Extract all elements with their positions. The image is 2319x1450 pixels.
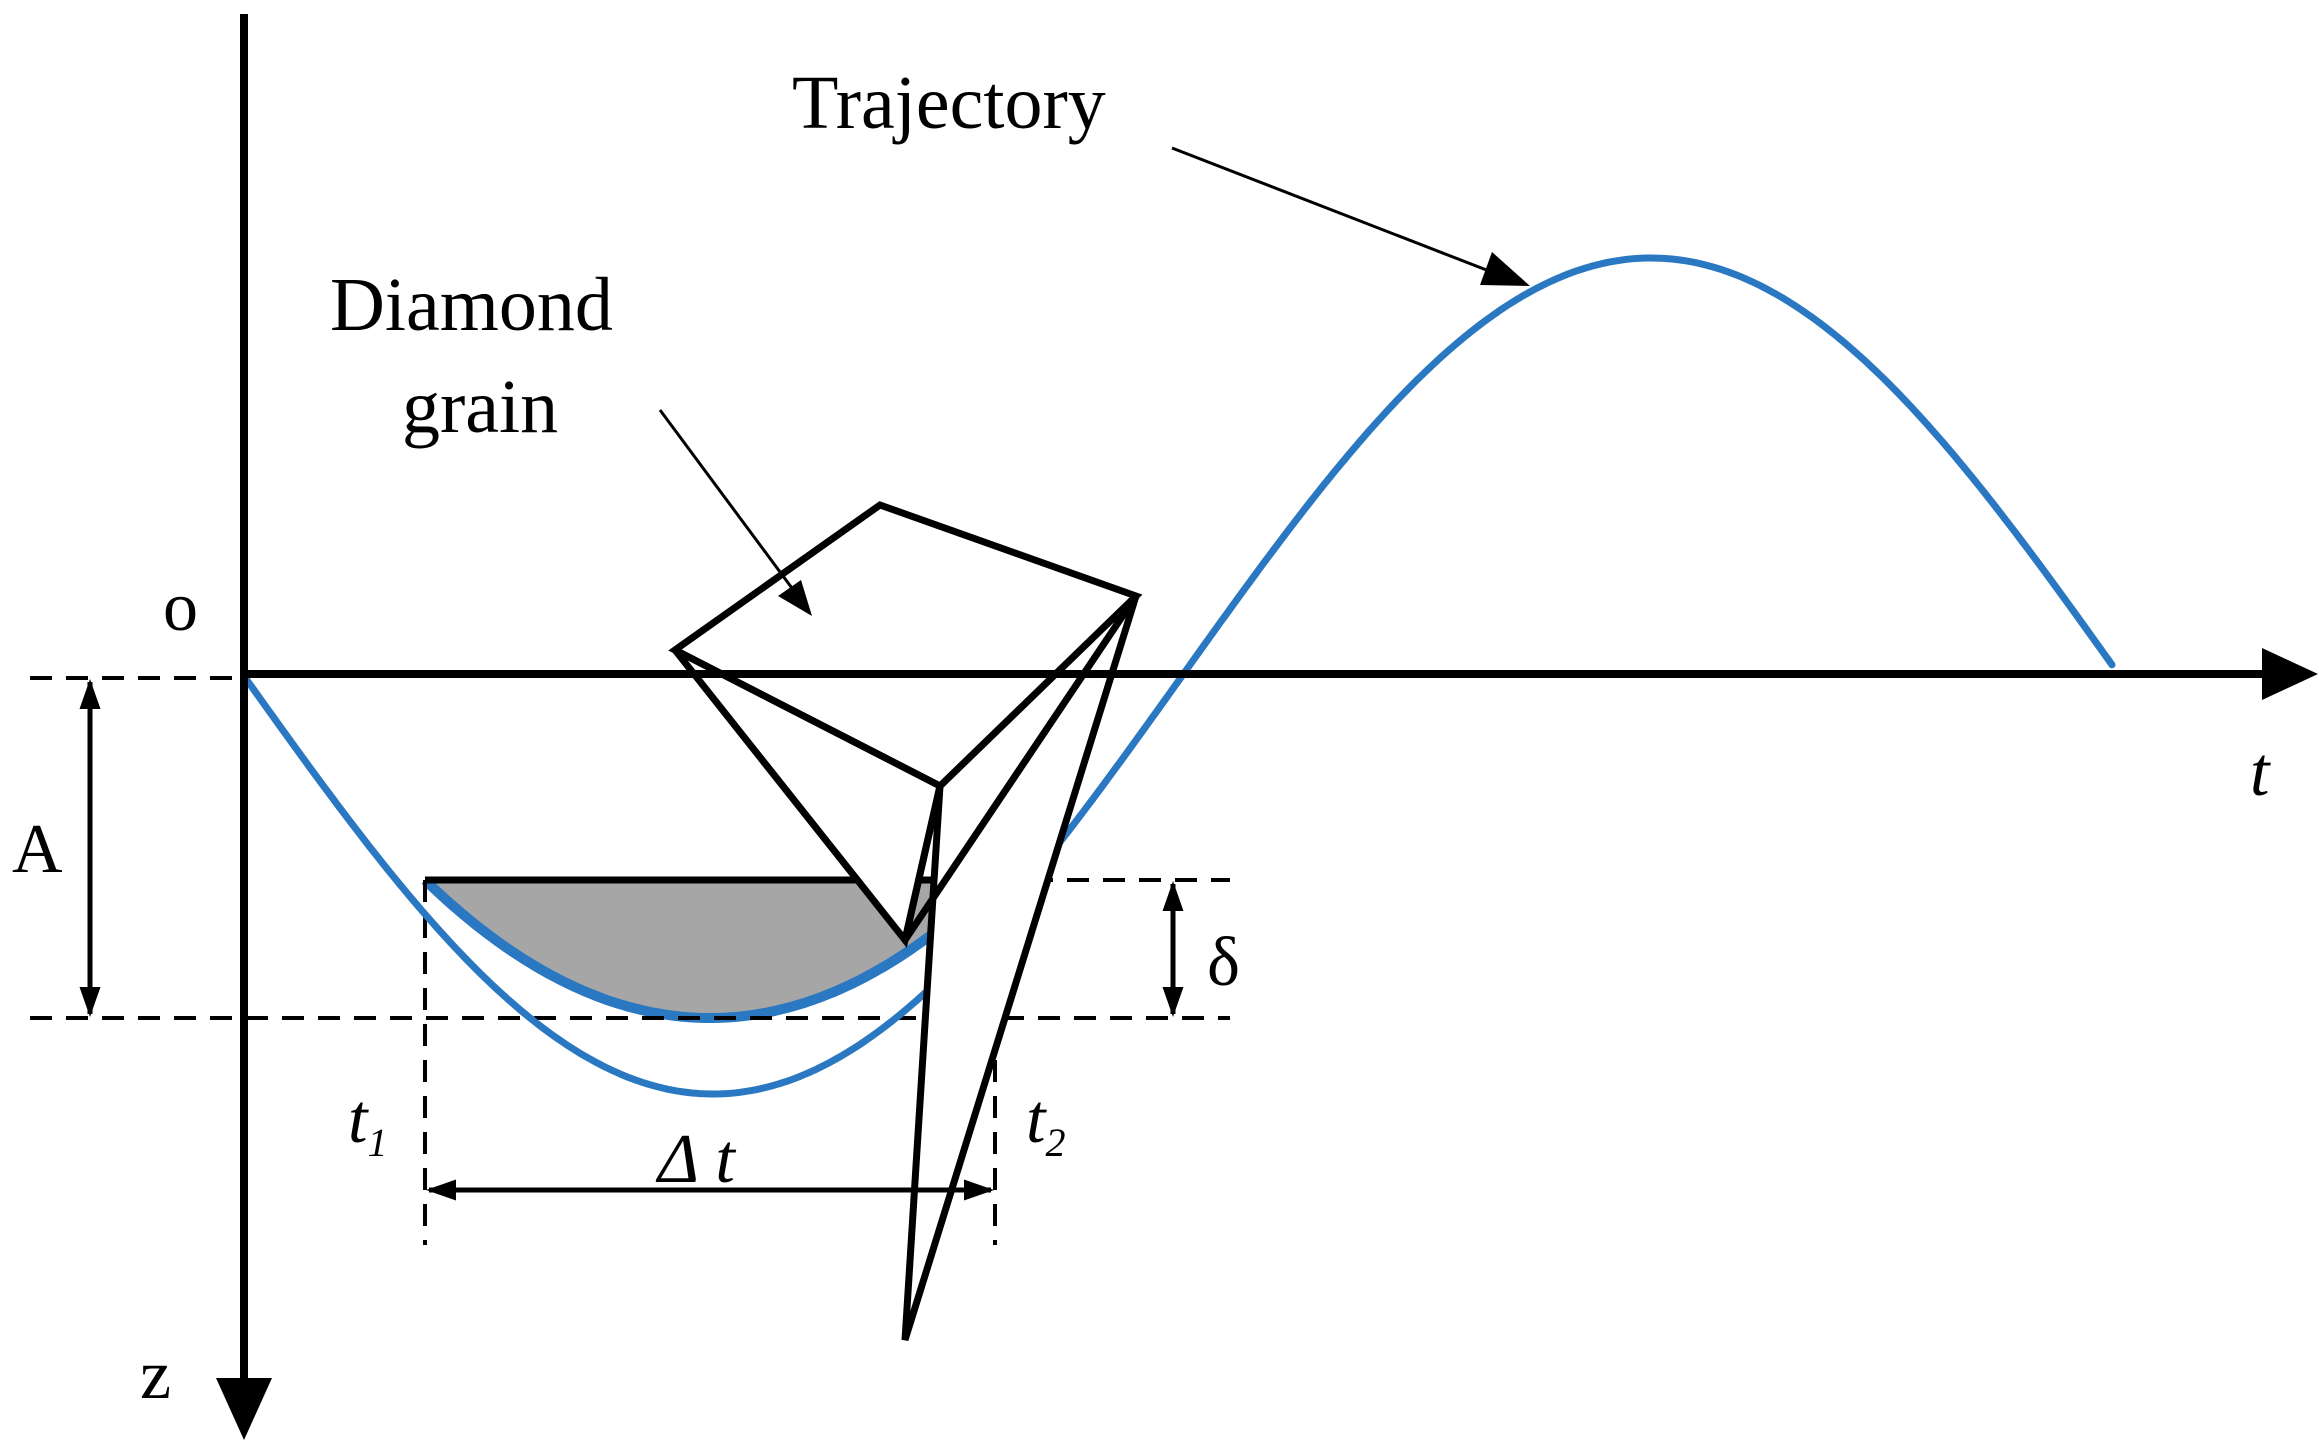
z-axis-arrowhead [216, 1378, 272, 1440]
t1-label: t1 [348, 1081, 387, 1165]
t2-label-subscript: 2 [1045, 1120, 1065, 1165]
diamond-grain [668, 501, 1143, 1342]
origin-label: o [163, 569, 198, 646]
trajectory-label: Trajectory [792, 61, 1106, 145]
t-axis-label: t [2250, 734, 2271, 811]
grain-edge-right [902, 594, 1139, 942]
trajectory-leader-arrowhead [1480, 252, 1530, 286]
t2-label: t2 [1026, 1081, 1065, 1165]
diamond-leader-arrowhead [778, 580, 812, 616]
delta-label: δ [1207, 924, 1240, 1001]
diamond-grain-label-line1: Diamond [330, 263, 613, 347]
t-axis-arrowhead [2262, 648, 2318, 700]
grain-edge-center [901, 785, 944, 941]
t1-label-main: t [348, 1081, 369, 1158]
trajectory-curve [240, 254, 2116, 1098]
t1-label-subscript: 1 [367, 1120, 387, 1165]
diamond-grain-label-line2: grain [402, 365, 558, 449]
z-axis-label: z [140, 1337, 171, 1414]
amplitude-label: A [12, 811, 63, 888]
trajectory-cut-segment [421, 876, 997, 1023]
delta-t-label: Δ t [655, 1121, 736, 1198]
diamond-leader-arrow [658, 409, 805, 604]
trajectory-leader-arrow [1171, 146, 1521, 285]
t2-label-main: t [1026, 1081, 1047, 1158]
dashed-guides [30, 676, 1230, 1245]
